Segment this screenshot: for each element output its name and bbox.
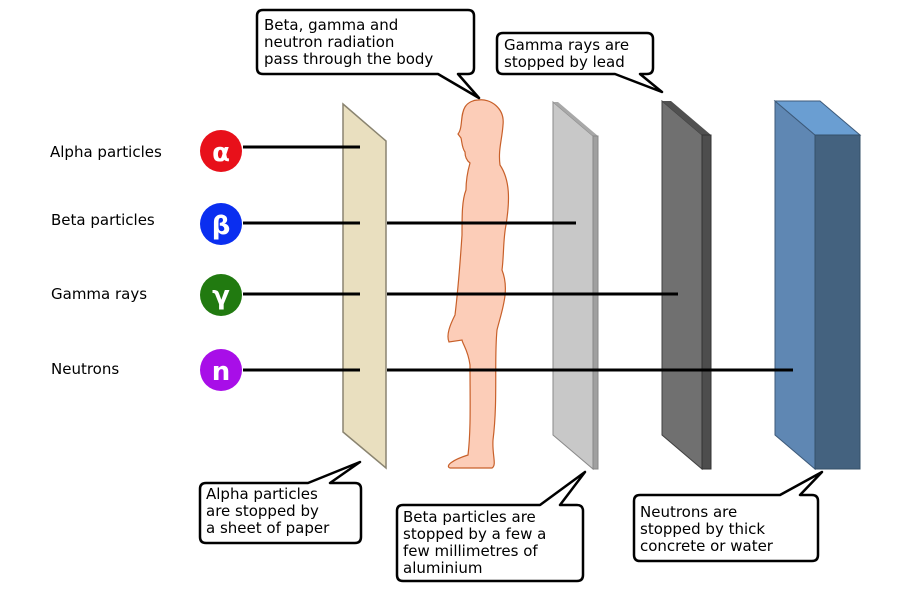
callout-concrete-bubble [632, 470, 824, 563]
callout-line: concrete or water [640, 537, 773, 555]
gamma-symbol: γ [200, 274, 242, 316]
callout-line: Neutrons are [640, 503, 738, 521]
concrete-block-side [814, 134, 861, 470]
callout-line: few millimetres of [403, 542, 538, 560]
callout-line: neutron radiation [264, 33, 395, 51]
callout-line: aluminium [403, 559, 483, 577]
callout-paper-bubble [198, 460, 363, 545]
label-alpha: Alpha particles [50, 143, 162, 161]
callout-concrete-text: Neutrons are stopped by thick concrete o… [640, 504, 773, 555]
callout-aluminium-text: Beta particles are stopped by a few a fe… [403, 509, 546, 577]
callout-line: stopped by lead [504, 53, 625, 71]
callout-line: stopped by thick [640, 520, 766, 538]
lead-sheet [661, 99, 703, 471]
label-neutrons: Neutrons [51, 360, 120, 378]
callout-body-bubble [255, 8, 481, 100]
label-beta: Beta particles [51, 211, 155, 229]
callout-line: stopped by a few a [403, 525, 547, 543]
svg-text:β: β [212, 211, 231, 241]
aluminium-sheet [552, 100, 594, 471]
callout-line: pass through the body [264, 50, 434, 68]
callout-line: Beta particles are [403, 508, 536, 526]
callout-lead-text: Gamma rays are stopped by lead [504, 37, 629, 71]
aluminium-side [592, 135, 599, 470]
paper-sheet [342, 102, 387, 470]
svg-text:γ: γ [212, 281, 230, 311]
callout-aluminium-bubble [395, 470, 587, 583]
label-gamma: Gamma rays [51, 285, 148, 303]
svg-text:n: n [212, 357, 231, 387]
callout-body-text: Beta, gamma and neutron radiation pass t… [264, 17, 433, 68]
concrete-block-front [774, 99, 816, 471]
aluminium-edge [553, 102, 598, 136]
radiation-paths [243, 145, 793, 372]
callout-line: Gamma rays are [504, 36, 630, 54]
callout-paper-text: Alpha particles are stopped by a sheet o… [206, 486, 329, 537]
callout-line: Alpha particles [206, 485, 318, 503]
lead-top [662, 101, 711, 135]
callout-line: a sheet of paper [206, 519, 330, 537]
svg-text:α: α [212, 138, 230, 168]
callout-line: are stopped by [206, 502, 319, 520]
lead-side [701, 134, 712, 470]
beta-symbol: β [200, 203, 242, 245]
neutron-symbol: n [200, 349, 242, 391]
callout-line: Beta, gamma and [264, 16, 399, 34]
human-body [447, 99, 510, 469]
callout-lead-bubble [495, 31, 664, 94]
alpha-symbol: α [200, 130, 242, 172]
